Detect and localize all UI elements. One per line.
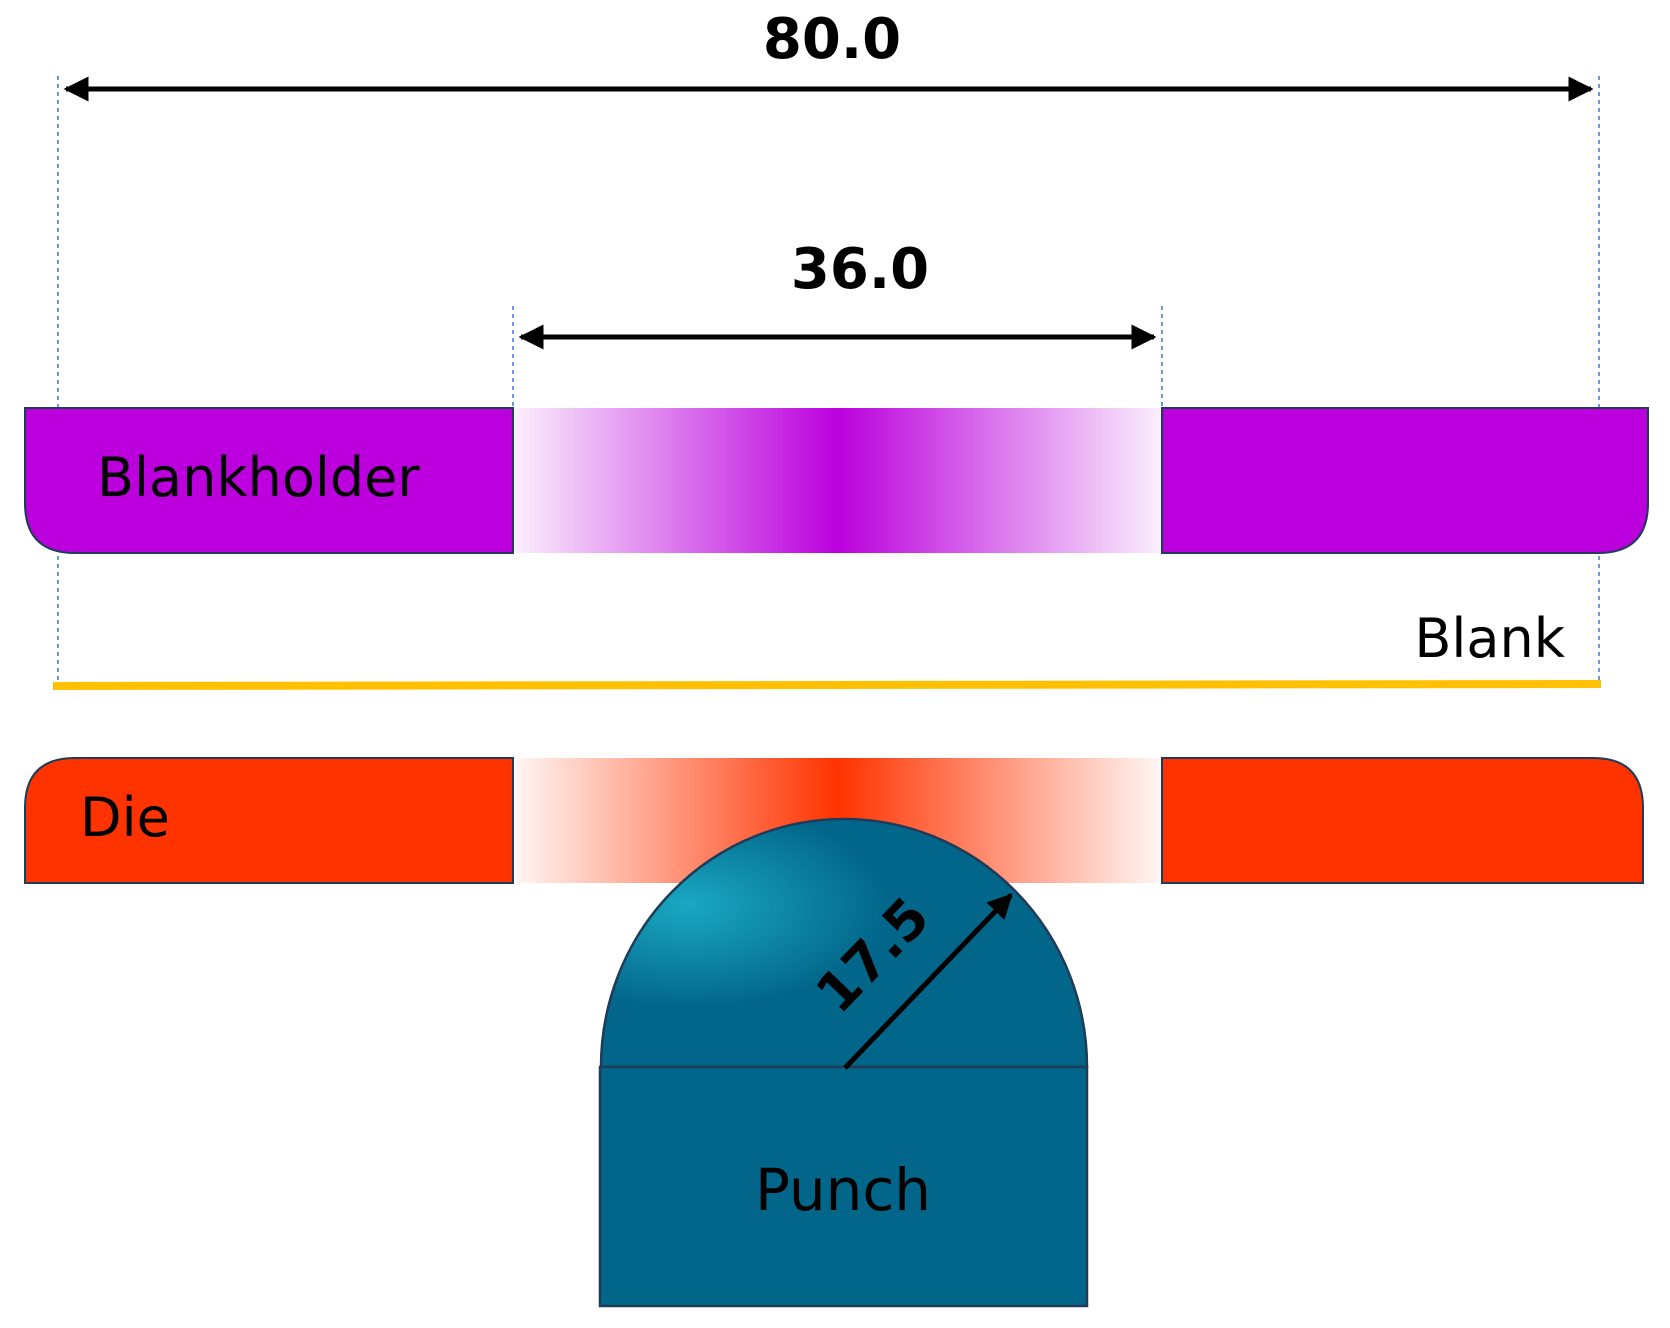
blank: Blank xyxy=(52,607,1602,690)
dimension-label-opening: 36.0 xyxy=(791,237,929,302)
die-left-block xyxy=(24,757,514,884)
punch-label: Punch xyxy=(755,1156,931,1224)
punch-radius-arrow xyxy=(843,893,1013,1070)
punch: 17.5 Punch xyxy=(598,817,1089,1308)
blankholder-left-block xyxy=(24,407,514,554)
dimension-opening-width: 36.0 xyxy=(518,237,1157,350)
dimension-label-overall: 80.0 xyxy=(763,7,901,72)
die-right-block xyxy=(1161,757,1644,884)
blankholder: Blankholder xyxy=(24,407,1649,554)
punch-dome xyxy=(599,817,1089,1069)
dimension-overall-width: 80.0 xyxy=(63,7,1594,102)
blank-sheet xyxy=(52,680,1602,690)
blank-label: Blank xyxy=(1414,607,1565,670)
blankholder-label: Blankholder xyxy=(97,446,420,509)
blankholder-opening-gradient xyxy=(513,408,1162,553)
punch-body xyxy=(598,1065,1089,1308)
blankholder-right-block xyxy=(1161,407,1649,554)
die-label: Die xyxy=(80,786,170,849)
guide-lines xyxy=(57,76,1600,682)
